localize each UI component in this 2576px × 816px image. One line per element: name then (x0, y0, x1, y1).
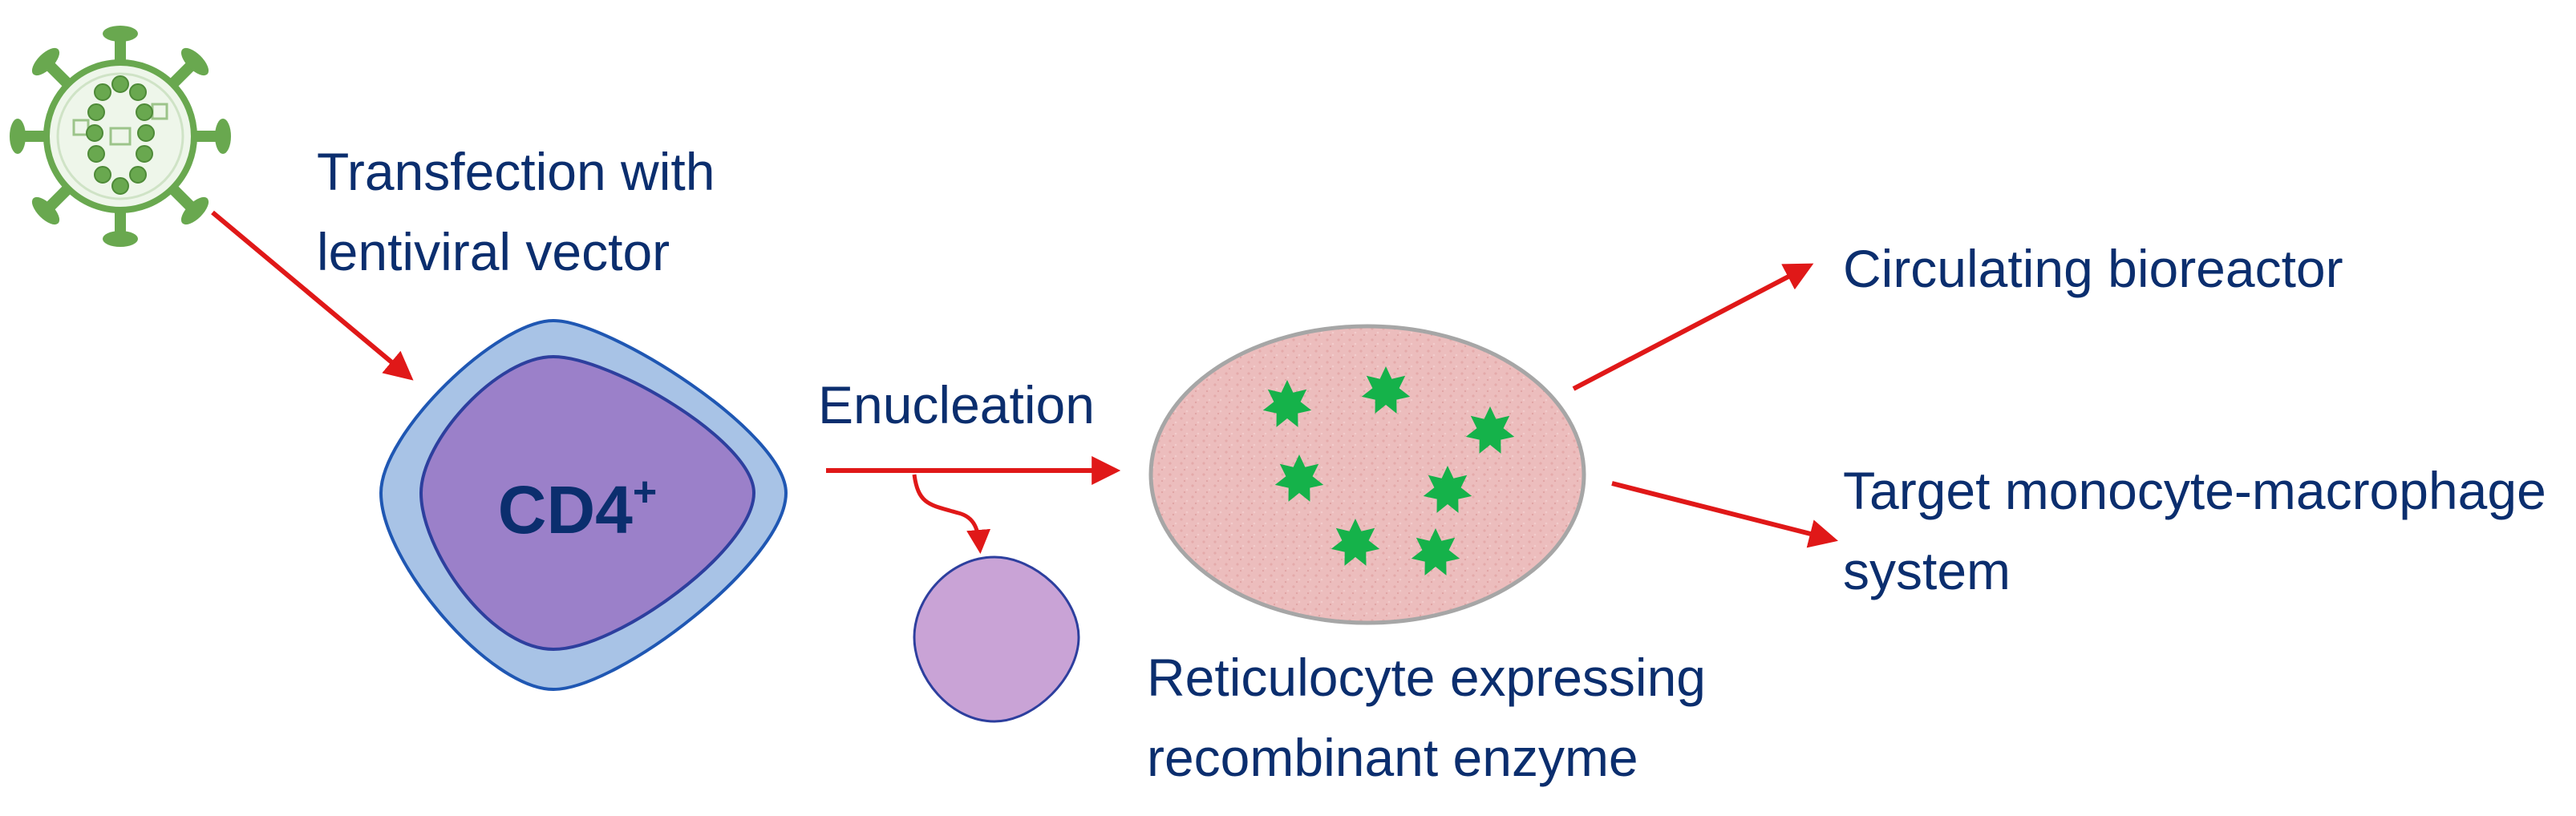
outcome-circulating-bioreactor: Circulating bioreactor (1843, 239, 2343, 298)
arrow-virus-to-cell (211, 210, 414, 381)
enzyme-star-icon (1465, 406, 1515, 454)
arrow-to-circulating-bioreactor (1572, 263, 1814, 391)
enucleation-label: Enucleation (818, 375, 1095, 434)
enzyme-star-icon (1331, 519, 1380, 566)
cell-inner-body (419, 354, 756, 652)
enzyme-star-icon (1423, 466, 1472, 513)
lentivirus-icon (10, 26, 231, 247)
reticulocyte (1148, 324, 1586, 625)
enzyme-star-icon (1262, 380, 1312, 427)
cell-superscript: + (633, 469, 657, 515)
enzyme-star-icon (1411, 528, 1460, 576)
reticulocyte-body (1148, 324, 1586, 625)
enzyme-star-icon (1361, 366, 1411, 414)
reticulocyte-label: Reticulocyte expressing recombinant enzy… (1147, 648, 1720, 787)
cd4-cell: CD4+ (379, 318, 788, 692)
arrow-to-target-system (1611, 481, 1838, 548)
arrow-to-nucleus (912, 474, 991, 554)
transfection-label: Transfection with lentiviral vector (317, 142, 730, 281)
expelled-nucleus (913, 555, 1080, 723)
enzyme-star-icon (1274, 454, 1324, 502)
cell-name: CD4+ (498, 469, 657, 547)
outcome-target-system: Target monocyte-macrophage system (1843, 461, 2561, 600)
enzyme-stars (1262, 366, 1515, 576)
